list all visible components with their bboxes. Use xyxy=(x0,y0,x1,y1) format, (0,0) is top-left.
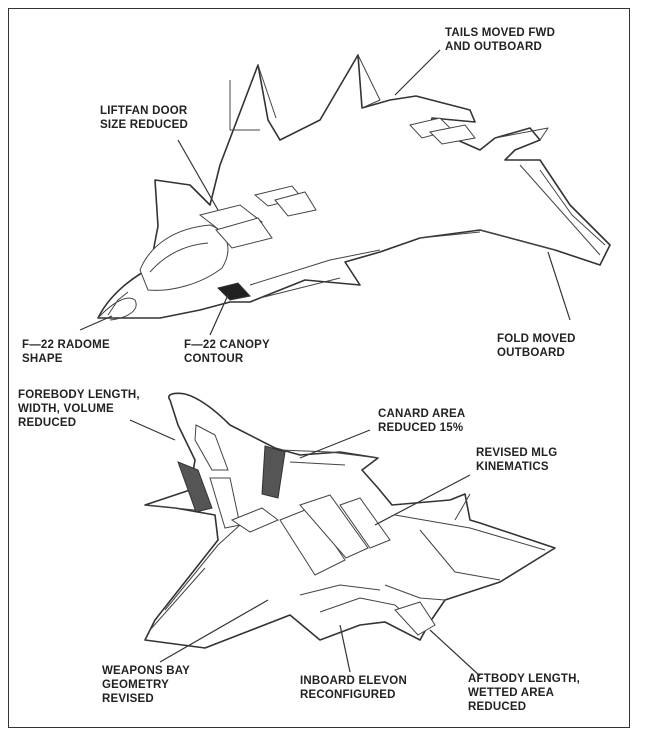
label-elevon: INBOARD ELEVON RECONFIGURED xyxy=(300,675,407,701)
top-intake xyxy=(217,282,251,301)
label-forebody: FOREBODY LENGTH, WIDTH, VOLUME REDUCED xyxy=(18,389,140,429)
liftfan-door-2 xyxy=(215,217,273,249)
label-fold: FOLD MOVED OUTBOARD xyxy=(497,333,576,359)
left-intake-shade xyxy=(177,461,213,513)
nose-panel xyxy=(194,424,229,471)
label-liftfan: LIFTFAN DOOR SIZE REDUCED xyxy=(100,105,189,131)
label-canard: CANARD AREA REDUCED 15% xyxy=(378,408,466,434)
label-weapons: WEAPONS BAY GEOMETRY REVISED xyxy=(102,665,191,705)
leader-lines xyxy=(79,49,571,677)
label-radome: F—22 RADOME SHAPE xyxy=(22,339,110,365)
label-aftbody: AFTBODY LENGTH, WETTED AREA REDUCED xyxy=(468,673,581,713)
top-aircraft xyxy=(97,54,611,321)
mlg-door xyxy=(339,497,391,549)
bottom-aircraft xyxy=(144,392,556,649)
weapons-bay-1 xyxy=(279,507,346,576)
label-tails: TAILS MOVED FWD AND OUTBOARD xyxy=(445,27,556,53)
label-canopy: F—22 CANOPY CONTOUR xyxy=(184,339,270,365)
label-mlg: REVISED MLG KINEMATICS xyxy=(476,447,558,473)
right-intake-shade xyxy=(261,445,286,499)
